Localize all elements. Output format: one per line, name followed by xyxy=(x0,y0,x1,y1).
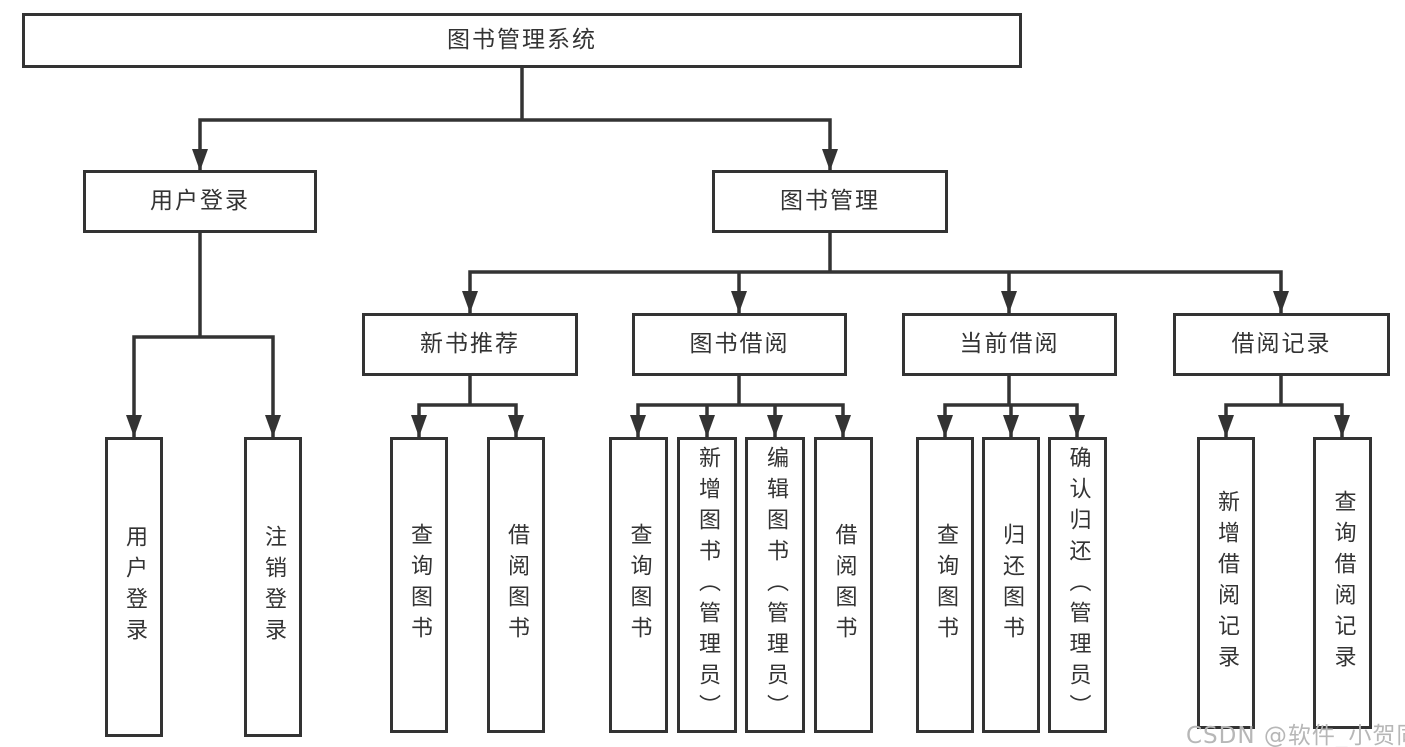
node-label: 新增借阅记录 xyxy=(1214,490,1239,676)
leaf-query-books-current: 查询图书 xyxy=(916,437,974,733)
node-label: 借阅记录 xyxy=(1231,331,1332,357)
node-book-management: 图书管理 xyxy=(712,170,948,233)
node-book-borrow: 图书借阅 xyxy=(632,313,847,376)
node-label: 借阅图书 xyxy=(504,523,529,647)
leaf-add-books-admin: 新增图书（管理员） xyxy=(677,437,737,733)
leaf-borrow-books-recommend: 借阅图书 xyxy=(487,437,545,733)
leaf-borrow-books: 借阅图书 xyxy=(814,437,873,733)
node-label: 注销登录 xyxy=(261,525,286,649)
node-label: 借阅图书 xyxy=(831,523,857,647)
node-label: 图书管理 xyxy=(780,188,880,214)
node-label: 新增图书（管理员） xyxy=(695,445,720,725)
node-label: 查询图书 xyxy=(626,523,652,647)
leaf-query-books-recommend: 查询图书 xyxy=(390,437,448,733)
node-label: 当前借阅 xyxy=(959,331,1060,357)
node-current-borrow: 当前借阅 xyxy=(902,313,1117,376)
csdn-watermark: CSDN @软件_小贺同学 xyxy=(1186,723,1405,747)
leaf-query-books-borrow: 查询图书 xyxy=(609,437,668,733)
leaf-logout: 注销登录 xyxy=(244,437,302,737)
node-user-login: 用户登录 xyxy=(83,170,317,233)
node-label: 查询图书 xyxy=(933,523,958,647)
leaf-add-borrow-record: 新增借阅记录 xyxy=(1197,437,1255,729)
node-library-management-system: 图书管理系统 xyxy=(22,13,1022,68)
node-label: 新书推荐 xyxy=(420,331,520,357)
leaf-query-borrow-record: 查询借阅记录 xyxy=(1313,437,1372,729)
node-new-book-recommend: 新书推荐 xyxy=(362,313,578,376)
leaf-return-books: 归还图书 xyxy=(982,437,1040,733)
node-label: 编辑图书（管理员） xyxy=(763,445,788,725)
leaf-user-login: 用户登录 xyxy=(105,437,163,737)
tree-edges xyxy=(132,68,1344,437)
node-borrow-records: 借阅记录 xyxy=(1173,313,1390,376)
node-label: 归还图书 xyxy=(999,523,1024,647)
node-label: 查询图书 xyxy=(407,523,432,647)
node-label: 确认归还（管理员） xyxy=(1065,445,1091,725)
leaf-edit-books-admin: 编辑图书（管理员） xyxy=(745,437,805,733)
node-label: 用户登录 xyxy=(122,525,147,649)
leaf-confirm-return-admin: 确认归还（管理员） xyxy=(1048,437,1107,733)
node-label: 图书借阅 xyxy=(689,331,790,357)
node-label: 图书管理系统 xyxy=(447,27,597,53)
node-label: 用户登录 xyxy=(150,188,250,214)
node-label: 查询借阅记录 xyxy=(1330,490,1356,676)
